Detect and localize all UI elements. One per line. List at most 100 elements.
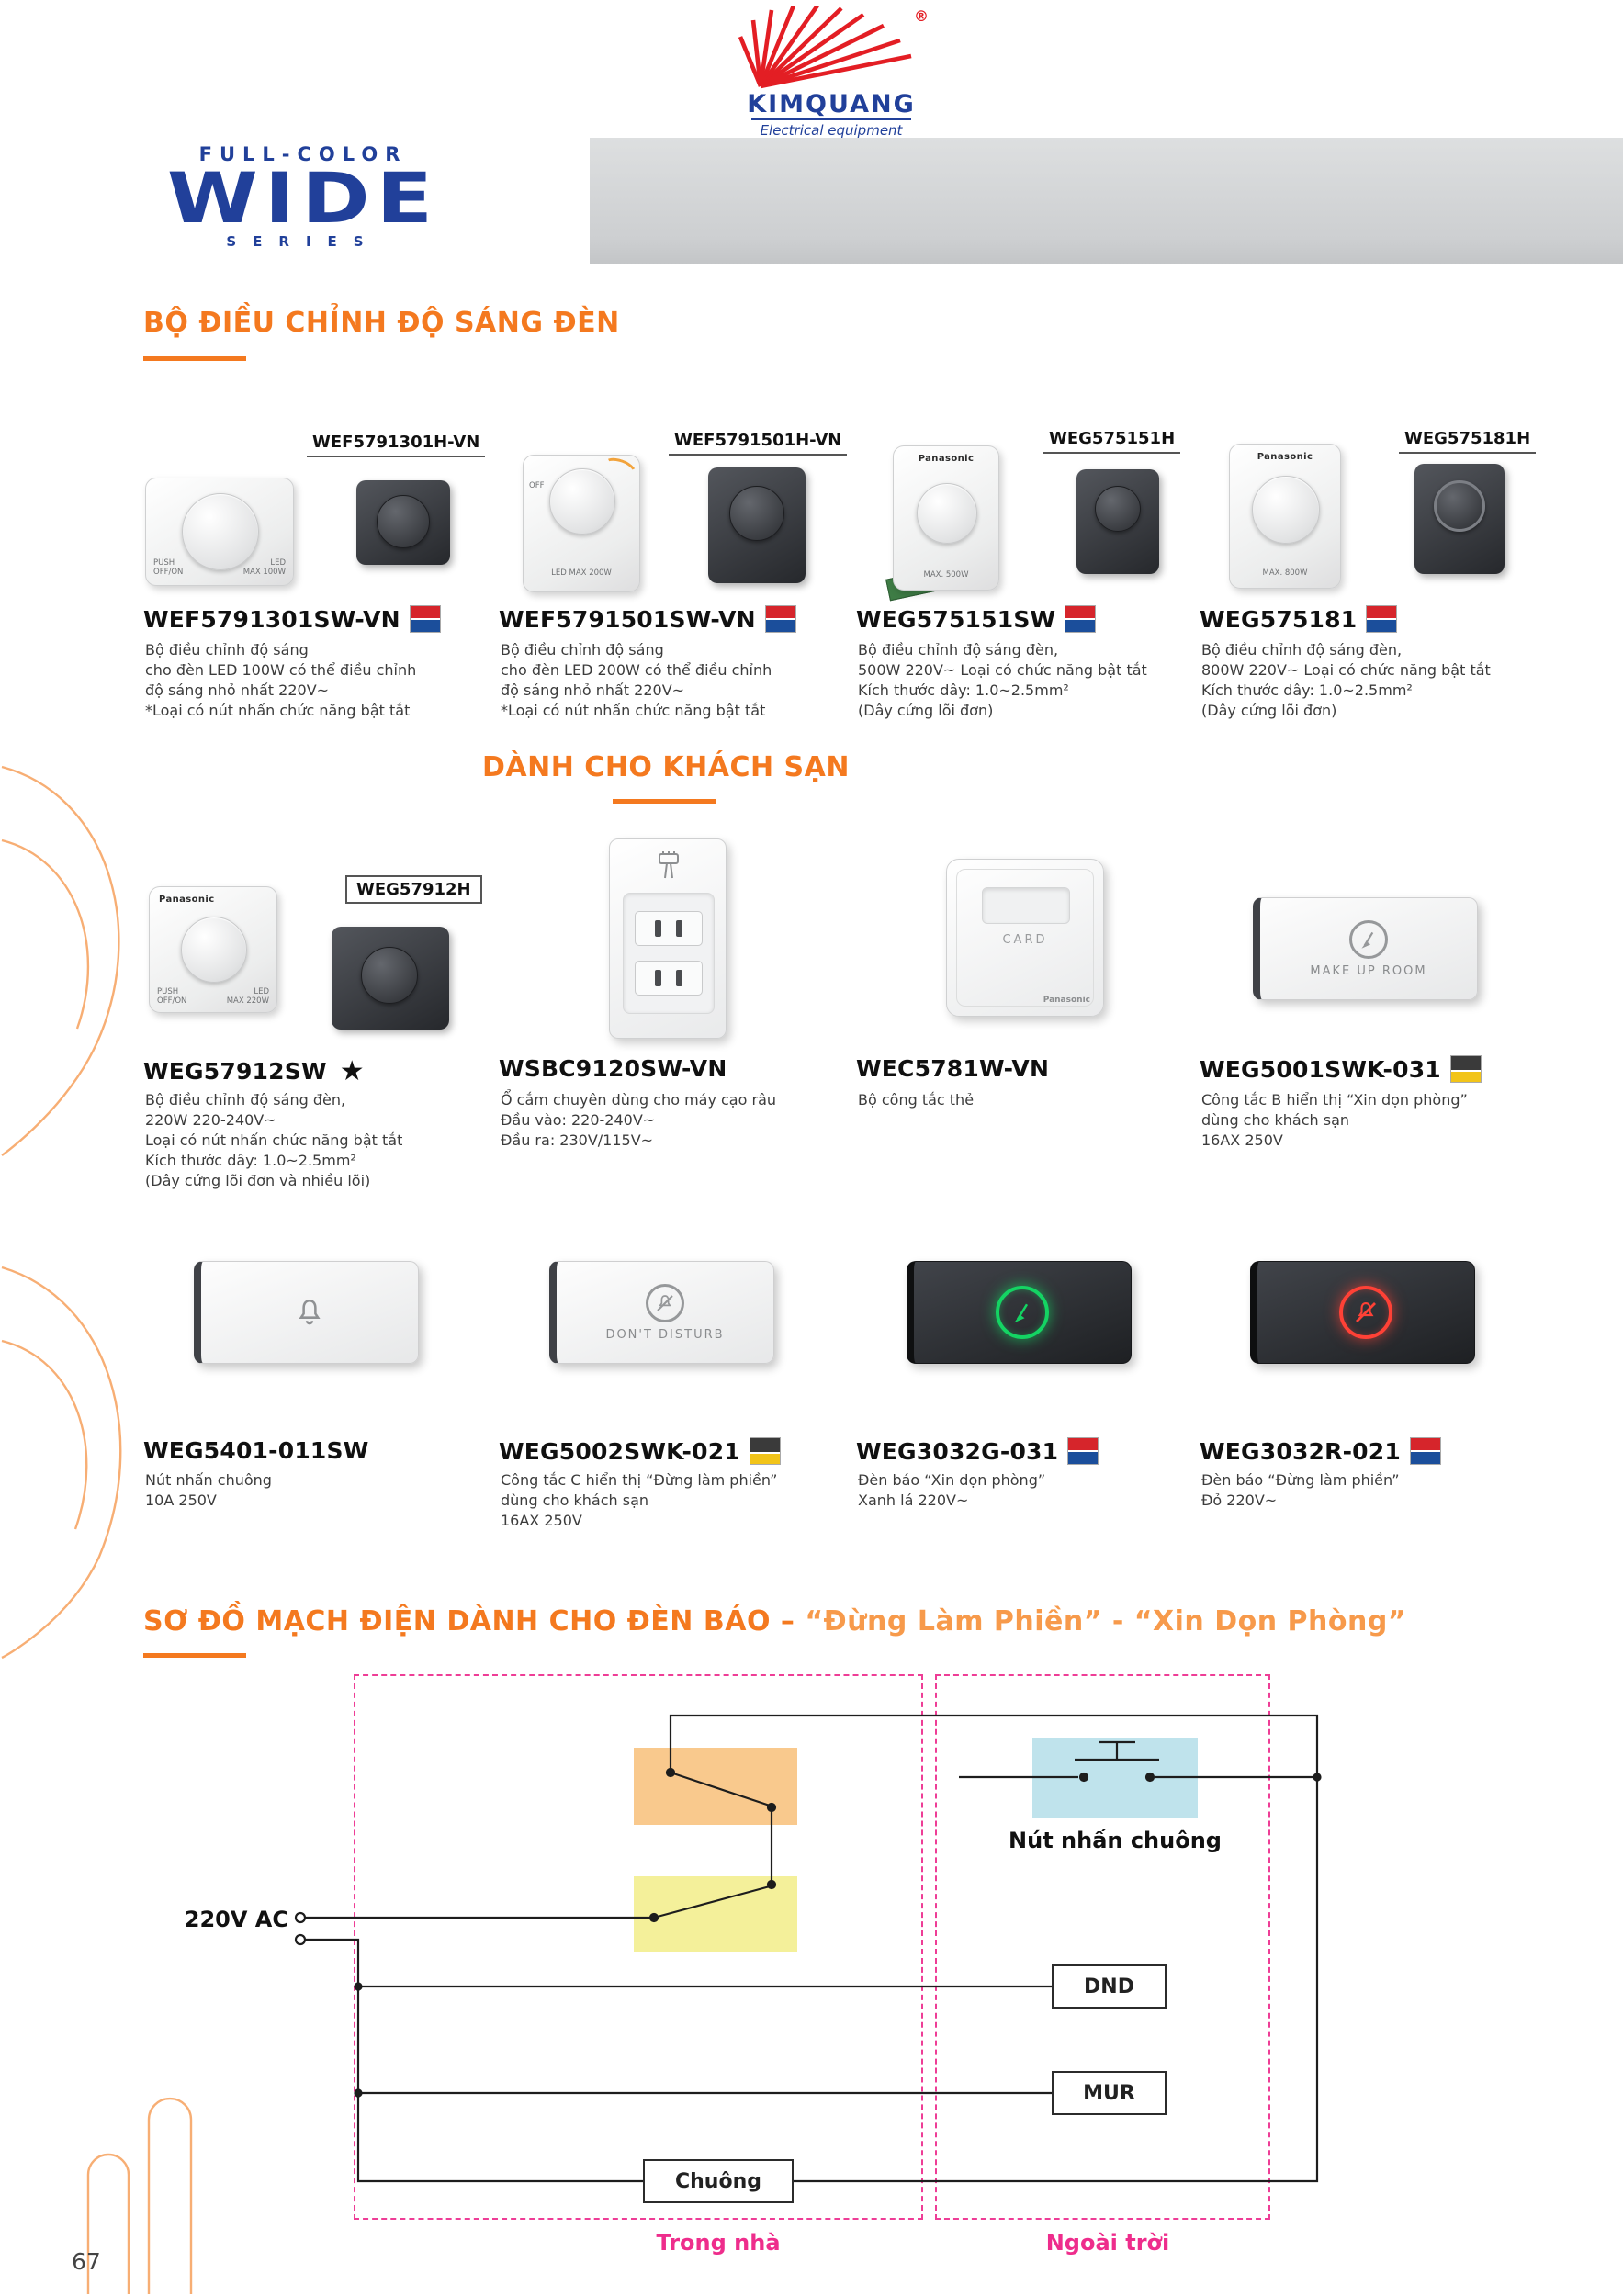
dimmer-knob xyxy=(182,493,259,570)
dimmer-device: Panasonic MAX. 800W xyxy=(1229,444,1341,589)
key-card-switch-device: CARD Panasonic xyxy=(946,859,1104,1017)
dimmer-device: OFF LED MAX 200W xyxy=(523,453,640,592)
product-code: WEG5002SWK-021 xyxy=(499,1437,740,1465)
panasonic-logo-text: Panasonic xyxy=(1257,452,1313,462)
dimmer-device-dark xyxy=(708,467,806,583)
make-up-room-indicator-device xyxy=(907,1261,1132,1364)
bell-chime-box: Chuông xyxy=(643,2159,794,2203)
brand-rule xyxy=(751,118,911,120)
dimmer-knob xyxy=(1434,480,1485,532)
device-text: LED MAX 200W xyxy=(551,568,612,579)
product-code: WEC5781W-VN xyxy=(856,1055,1050,1082)
product-code: WEG575181 xyxy=(1200,605,1358,633)
dimmer-knob xyxy=(1252,476,1320,544)
product-description: Ổ cắm chuyên dùng cho máy cạo râu Đầu và… xyxy=(501,1091,777,1150)
device-text: MAX. 500W xyxy=(923,570,969,580)
panasonic-logo-text: Panasonic xyxy=(1043,996,1090,1005)
dimmer-device-dark xyxy=(1076,469,1159,574)
card-slot-label: CARD xyxy=(1002,933,1048,947)
dimmer-knob xyxy=(361,947,418,1004)
device-text: MAX. 800W xyxy=(1262,568,1308,579)
dont-disturb-indicator-device xyxy=(1250,1261,1475,1364)
outlet-socket xyxy=(635,911,703,946)
product-description: Bộ điều chỉnh độ sáng cho đèn LED 200W c… xyxy=(501,641,772,720)
device-text: PUSH OFF/ON xyxy=(153,557,184,578)
product-code: WEG5001SWK-031 xyxy=(1200,1055,1441,1083)
product-code: WEG3032R-021 xyxy=(1200,1437,1401,1465)
outlet-socket xyxy=(635,961,703,996)
product-code: WEG3032G-031 xyxy=(856,1437,1059,1465)
dont-disturb-red-icon xyxy=(1339,1286,1392,1339)
product-description: Bộ điều chỉnh độ sáng cho đèn LED 100W c… xyxy=(145,641,417,720)
page-number: 67 xyxy=(72,2248,101,2275)
bell-push-device xyxy=(194,1261,419,1364)
dimmer-device: Panasonic MAX. 500W xyxy=(893,445,999,591)
dimmer-knob xyxy=(1095,486,1141,532)
dimmer-device: Panasonic PUSH OFF/ON LED MAX 220W xyxy=(149,886,277,1013)
shaver-socket-device xyxy=(609,838,727,1039)
make-up-room-icon xyxy=(1349,919,1388,959)
switch-box-orange xyxy=(634,1748,797,1825)
product-code: WEF5791501SW-VN xyxy=(499,605,756,633)
panasonic-logo-text: Panasonic xyxy=(159,895,215,905)
product-description: Bộ công tắc thẻ xyxy=(858,1091,975,1109)
kimquang-fan-icon xyxy=(738,6,912,89)
product-code: WEG57912SW xyxy=(143,1058,327,1085)
product-code: WEG575151SW xyxy=(856,605,1056,633)
mur-lamp-box: MUR xyxy=(1052,2071,1167,2115)
device-text: OFF xyxy=(529,481,545,490)
dont-disturb-switch-device: DON'T DISTURB xyxy=(549,1261,774,1364)
zone-outside-label: Ngoài trời xyxy=(1045,2230,1170,2256)
section-underline xyxy=(143,1653,246,1658)
card-slot xyxy=(982,887,1070,924)
bell-icon xyxy=(299,1299,321,1325)
device-text: PUSH OFF/ON xyxy=(157,986,187,1007)
device-text: LED MAX 100W xyxy=(242,557,286,578)
decorative-line-art xyxy=(1,765,193,2294)
product-description: Nút nhấn chuông 10A 250V xyxy=(145,1471,272,1510)
brand-name: KIMQUANG xyxy=(747,90,916,118)
dimmer-knob xyxy=(917,483,977,544)
star-icon: ★ xyxy=(339,1055,365,1087)
product-description: Công tắc B hiển thị “Xin dọn phòng” dùng… xyxy=(1201,1091,1468,1150)
card-switch-frame xyxy=(956,869,1094,1007)
section-title-diagram: SƠ ĐỒ MẠCH ĐIỆN DÀNH CHO ĐÈN BÁO – “Đừng… xyxy=(143,1605,1406,1638)
certification-badge-icon xyxy=(1366,605,1398,633)
zone-inside-label: Trong nhà xyxy=(656,2230,781,2256)
product-description: Đèn báo “Đừng làm phiền” Đỏ 220V~ xyxy=(1201,1471,1400,1510)
dimmer-device-dark xyxy=(332,927,449,1030)
certification-badge-icon xyxy=(1067,1437,1099,1465)
voltage-label: 220V AC xyxy=(184,1907,288,1932)
dimmer-device-dark xyxy=(356,480,450,565)
dimmer-device-dark xyxy=(1414,464,1505,574)
product-description: Đèn báo “Xin dọn phòng” Xanh lá 220V~ xyxy=(858,1471,1046,1510)
variant-code-label: WEF5791301H-VN xyxy=(307,433,486,457)
product-code: WEF5791301SW-VN xyxy=(143,605,400,633)
brand-tagline: Electrical equipment xyxy=(760,122,903,139)
device-text: MAKE UP ROOM xyxy=(1310,963,1427,978)
product-description: Công tắc C hiển thị “Đừng làm phiền” dùn… xyxy=(501,1471,778,1530)
device-text: LED MAX 220W xyxy=(226,986,269,1007)
dnd-lamp-box: DND xyxy=(1052,1964,1167,2009)
dimmer-knob xyxy=(181,917,247,983)
wide-series-logo: FULL-COLOR WIDE SERIES xyxy=(119,143,487,250)
section-underline xyxy=(143,356,246,361)
dimmer-knob xyxy=(377,495,430,548)
header-banner xyxy=(590,138,1623,264)
certification-badge-icon xyxy=(1409,1437,1441,1465)
diagram-title-sub: “Đừng Làm Phiền” - “Xin Dọn Phòng” xyxy=(805,1605,1407,1638)
dimmer-knob xyxy=(729,486,784,541)
dimmer-knob xyxy=(549,468,615,535)
bell-button-box xyxy=(1032,1738,1198,1818)
certification-badge-icon xyxy=(1065,605,1097,633)
variant-code-label: WEG575181H xyxy=(1399,429,1537,454)
shaver-icon xyxy=(659,851,679,879)
diagram-title-main: SƠ ĐỒ MẠCH ĐIỆN DÀNH CHO ĐÈN BÁO – xyxy=(143,1605,806,1638)
variant-code-label: WEF5791501H-VN xyxy=(669,431,848,456)
safety-badge-icon xyxy=(749,1437,781,1465)
switch-box-yellow xyxy=(634,1876,797,1952)
product-code: WEG5401-011SW xyxy=(143,1437,369,1464)
socket-panel xyxy=(623,893,715,1014)
variant-code-label: WEG575151H xyxy=(1043,429,1181,454)
certification-badge-icon xyxy=(409,605,441,633)
